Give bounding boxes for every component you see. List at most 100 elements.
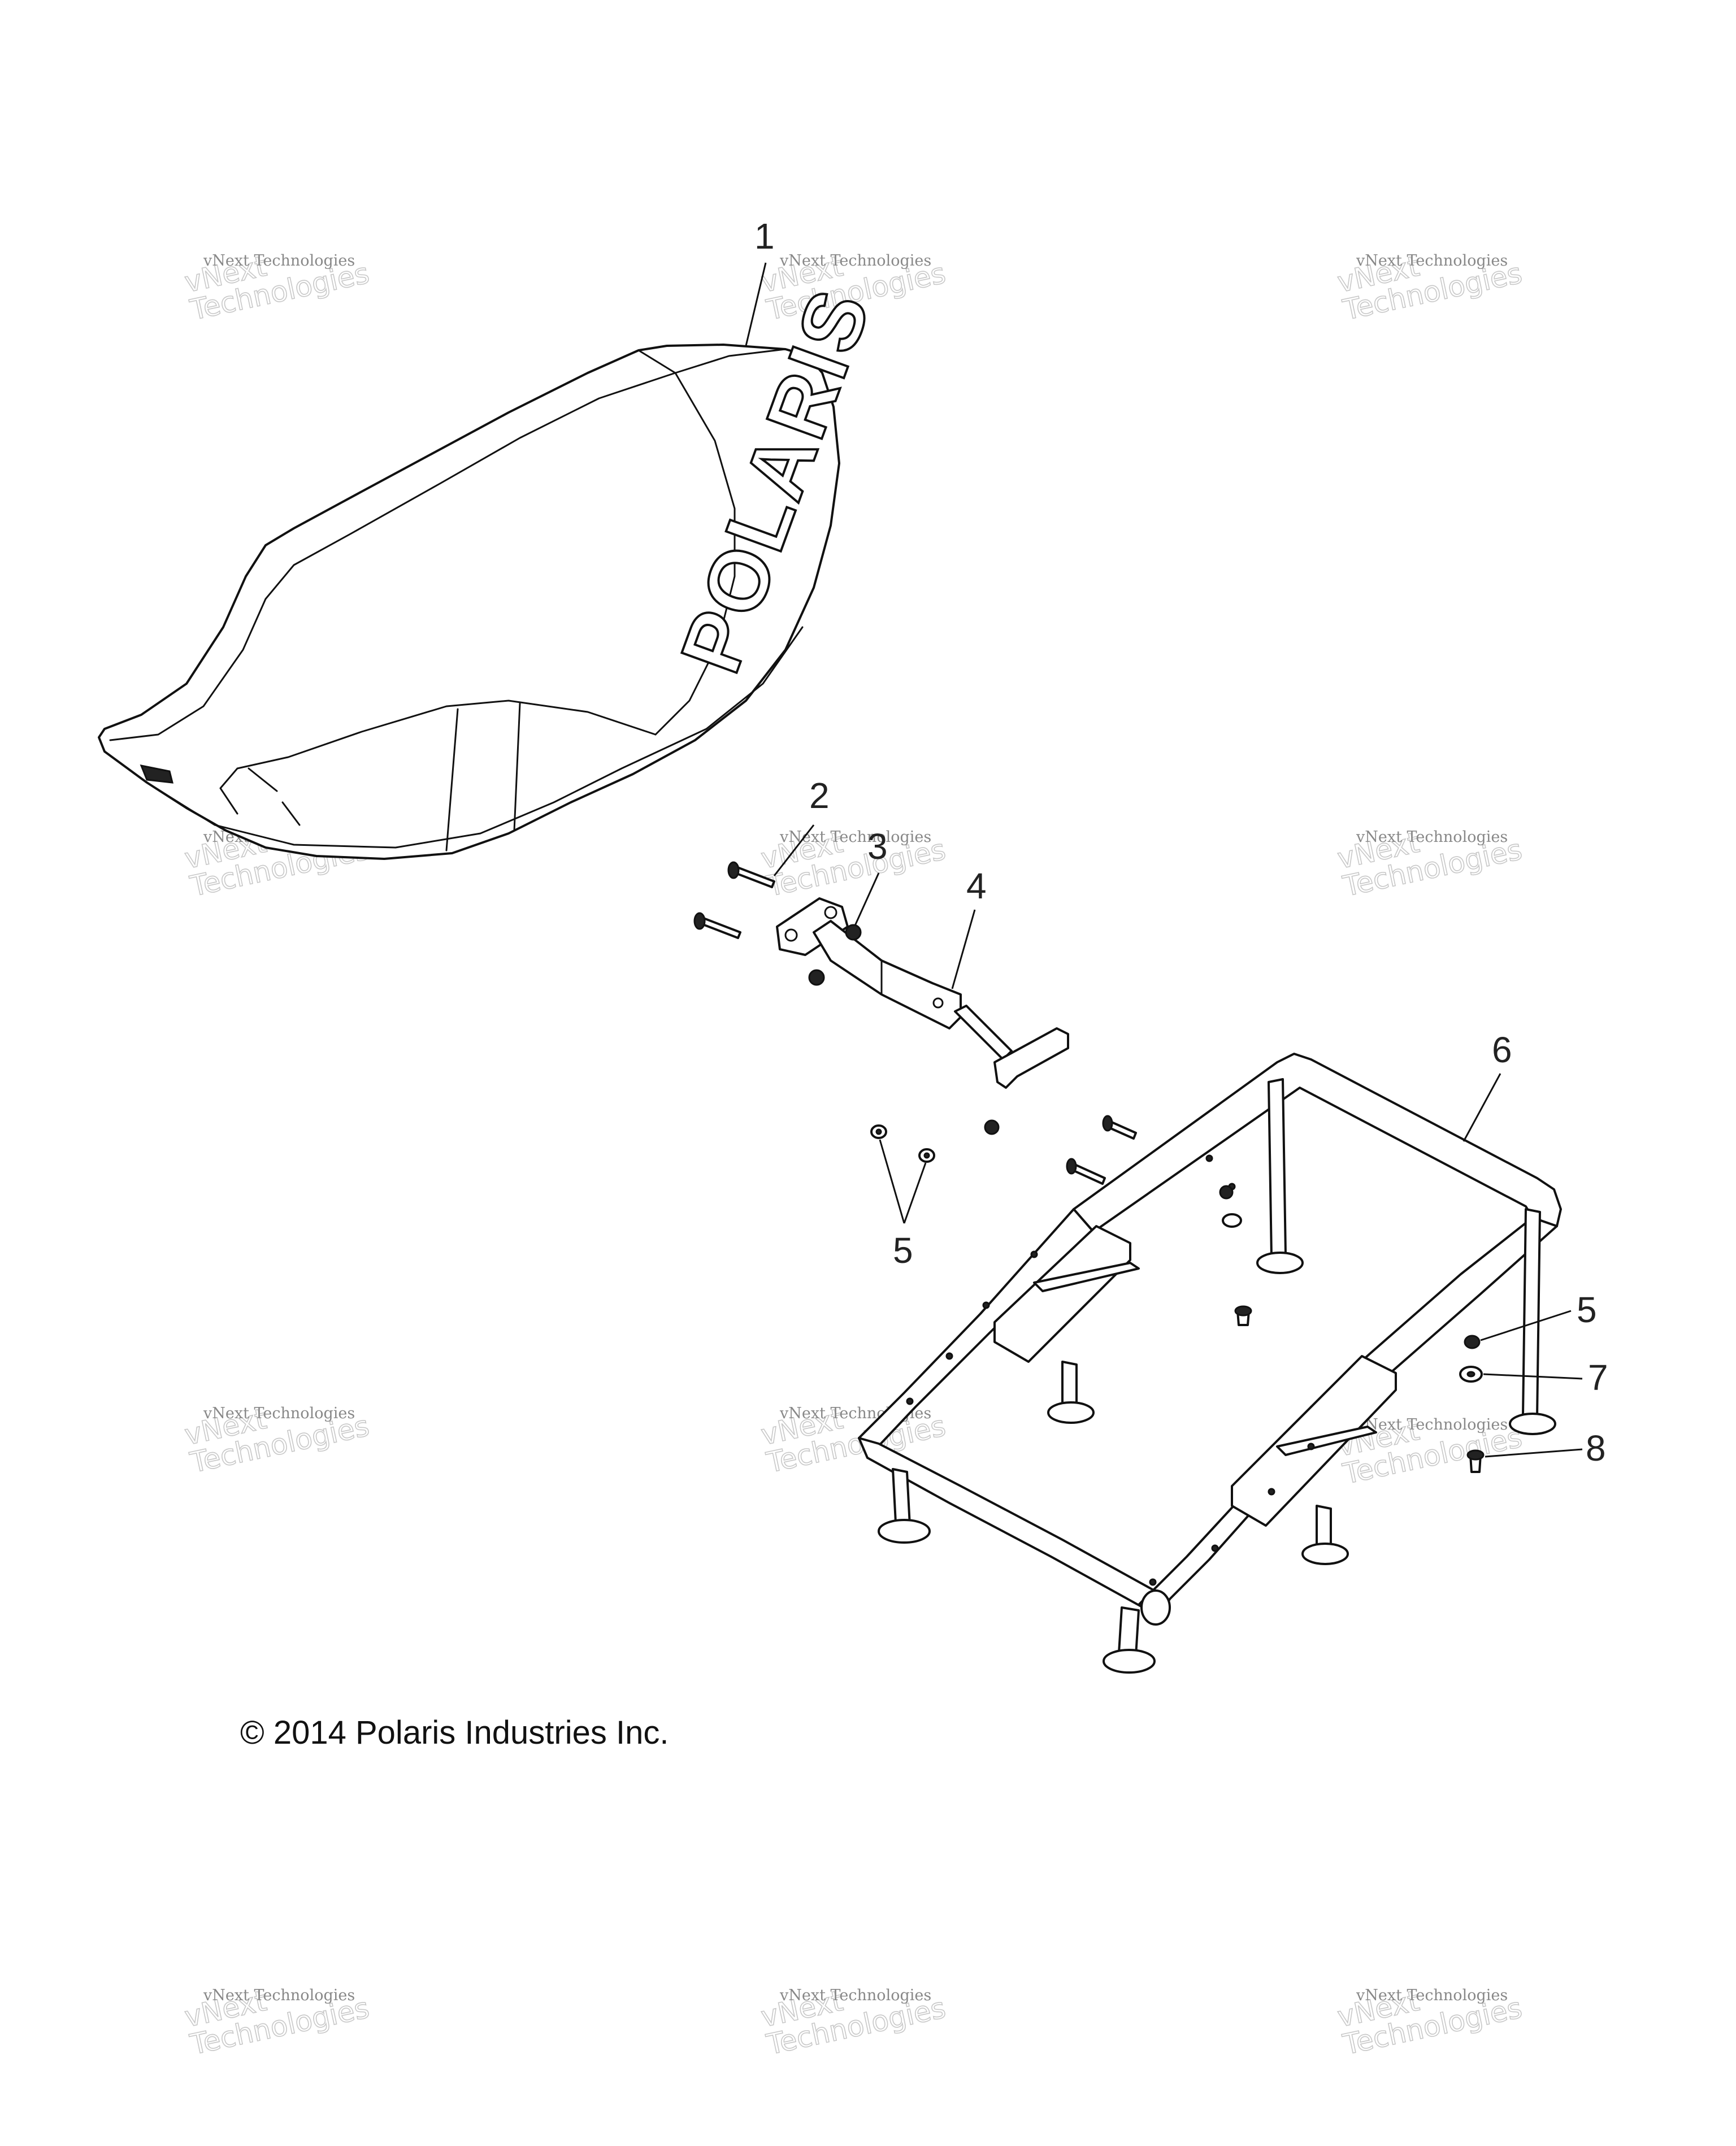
callout-2: 2 — [809, 775, 830, 816]
rack-hole — [945, 1352, 953, 1360]
rack-left-brace — [993, 1225, 1131, 1363]
callout-5: 5 — [1577, 1289, 1597, 1330]
seat-latch — [140, 764, 173, 784]
watermark: vNextTechnologies vNext Technologies — [1334, 1963, 1525, 2062]
watermark: vNextTechnologies vNext Technologies — [758, 1963, 949, 2062]
rack-foot — [1103, 1649, 1156, 1674]
watermark-text: vNext Technologies — [1356, 1987, 1508, 2004]
callout-7: 7 — [1588, 1357, 1608, 1398]
rack-leg — [1061, 1361, 1078, 1408]
bolt-head — [693, 912, 706, 930]
seat-side-seam — [219, 700, 657, 815]
callout-4: 4 — [966, 866, 987, 906]
latch-handle — [993, 1027, 1069, 1089]
watermark-text: vNext Technologies — [779, 1987, 931, 2004]
callout-6: 6 — [1492, 1029, 1512, 1070]
latch-rod — [954, 1005, 1013, 1061]
rack-left-cross — [1033, 1262, 1140, 1292]
callout-3: 3 — [867, 826, 888, 867]
screw-head — [1466, 1449, 1485, 1461]
rack-hole — [1211, 1544, 1219, 1552]
seat-inner-edge — [109, 372, 676, 741]
callouts: 1 2 3 4 5 6 5 7 8 — [754, 216, 1608, 1469]
latch-bracket-arm — [813, 920, 962, 1029]
watermark: vNextTechnologies vNext Technologies — [181, 1963, 372, 2062]
bolts-2[interactable] — [693, 861, 1137, 1185]
rack-tube-end — [1140, 1589, 1171, 1626]
latch-bracket[interactable] — [776, 897, 1069, 1089]
washer-7[interactable] — [1459, 1366, 1483, 1383]
watermark-text: vNext Technologies — [779, 252, 931, 270]
nut-hole — [875, 1128, 882, 1135]
seat-front-detail — [281, 801, 301, 826]
nut — [808, 969, 825, 986]
leader-5a — [879, 1139, 905, 1224]
rack-hole — [1149, 1578, 1157, 1586]
rack-leg — [1268, 1078, 1287, 1258]
bolt-head — [1066, 1158, 1077, 1175]
copyright-notice: © 2014 Polaris Industries Inc. — [240, 1714, 669, 1751]
watermark: vNextTechnologies vNext Technologies — [1334, 249, 1525, 327]
seat-panel-line — [513, 702, 521, 832]
leader-1 — [745, 262, 767, 346]
nut-hole — [923, 1152, 930, 1159]
watermark-text: vNextTechnologies — [758, 805, 949, 903]
nuts-3[interactable] — [808, 924, 1000, 1135]
watermark: vNextTechnologies vNext Technologies — [181, 1402, 372, 1480]
leader-6 — [1462, 1073, 1501, 1142]
rack-foot — [1256, 1252, 1304, 1274]
bolt-head — [1102, 1115, 1113, 1132]
leader-lines — [745, 262, 1583, 1458]
rack-leg — [892, 1468, 911, 1527]
watermark-text: vNextTechnologies — [758, 1963, 949, 2061]
rack-leg — [1522, 1208, 1541, 1419]
rack-right-cross — [1276, 1426, 1377, 1456]
bracket-hole — [824, 906, 837, 919]
nuts-5[interactable] — [870, 1124, 935, 1163]
rack-hole — [1268, 1488, 1275, 1496]
watermark-text: vNext Technologies — [1356, 1416, 1508, 1433]
watermark-text: vNextTechnologies — [1334, 805, 1525, 903]
rack-foot — [878, 1519, 931, 1544]
callout-5: 5 — [893, 1230, 913, 1271]
rack-washer — [1222, 1213, 1242, 1228]
screw-8[interactable] — [1466, 1449, 1485, 1473]
nut — [1464, 1335, 1481, 1349]
rack-hole — [982, 1301, 990, 1309]
rack-leg — [1316, 1505, 1332, 1549]
rack-foot — [1301, 1543, 1349, 1565]
watermark-text: vNext Technologies — [203, 1987, 355, 2004]
watermark-text: vNext Technologies — [203, 1405, 355, 1422]
leader-2 — [773, 824, 815, 876]
leader-4 — [951, 909, 976, 989]
rack-hole — [906, 1397, 914, 1405]
watermark-text: vNext Technologies — [1356, 252, 1508, 270]
nut — [984, 1119, 1000, 1135]
rack-foot — [1509, 1413, 1556, 1435]
callout-8: 8 — [1586, 1428, 1606, 1469]
rack-hole — [1205, 1154, 1213, 1162]
rack-nut — [1219, 1185, 1234, 1200]
seat-lower-trim — [146, 626, 804, 849]
rack-top-rail — [1073, 1053, 1562, 1233]
watermark-text: vNextTechnologies — [181, 229, 372, 327]
nut-5-right[interactable] — [1464, 1335, 1481, 1349]
rack[interactable] — [858, 1053, 1562, 1674]
watermark-text: vNext Technologies — [779, 828, 931, 846]
leader-8 — [1485, 1448, 1583, 1458]
watermark: vNextTechnologies vNext Technologies — [758, 805, 949, 903]
nut — [845, 924, 862, 941]
leader-5a — [903, 1162, 927, 1224]
seat[interactable]: POLARIS — [98, 274, 889, 860]
bracket-hole — [932, 997, 944, 1009]
rack-foot — [1047, 1401, 1095, 1424]
watermark-text: vNextTechnologies — [1334, 1963, 1525, 2061]
bolt — [700, 917, 741, 939]
watermark-text: vNext Technologies — [1356, 828, 1508, 846]
callout-1: 1 — [754, 216, 775, 257]
seat-rear-panel — [654, 372, 736, 736]
seat-front-detail — [248, 767, 278, 792]
watermark-text: vNextTechnologies — [181, 1963, 372, 2061]
leader-5b — [1480, 1310, 1572, 1341]
